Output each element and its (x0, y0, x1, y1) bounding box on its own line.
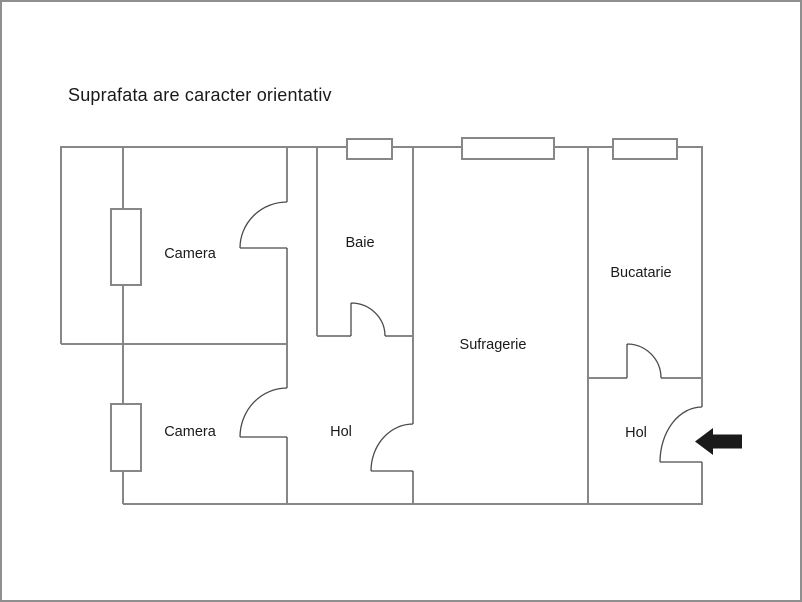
entrance-arrow-icon (695, 428, 742, 455)
walls (60, 146, 703, 505)
room-label-baie: Baie (345, 235, 375, 251)
room-label-camera-1: Camera (164, 246, 216, 262)
doors (239, 201, 703, 472)
door-camera-1 (239, 201, 288, 249)
windows (110, 137, 678, 472)
window-sufragerie (461, 137, 555, 160)
window-baie (346, 138, 393, 160)
room-label-bucatarie: Bucatarie (610, 265, 672, 281)
door-bucatarie (626, 343, 662, 379)
disclaimer-title: Suprafata are caracter orientativ (68, 85, 332, 105)
room-label-hol-1: Hol (330, 424, 352, 440)
window-bucatarie (612, 138, 678, 160)
door-hol-sufragerie (370, 423, 414, 472)
room-label-hol-2: Hol (625, 425, 647, 441)
room-label-sufragerie: Sufragerie (459, 337, 527, 353)
window-camera-2 (110, 403, 142, 472)
door-entry (659, 406, 703, 463)
room-label-camera-2: Camera (164, 424, 216, 440)
door-camera-2 (239, 387, 288, 438)
door-baie (350, 302, 386, 337)
window-camera-1 (110, 208, 142, 286)
